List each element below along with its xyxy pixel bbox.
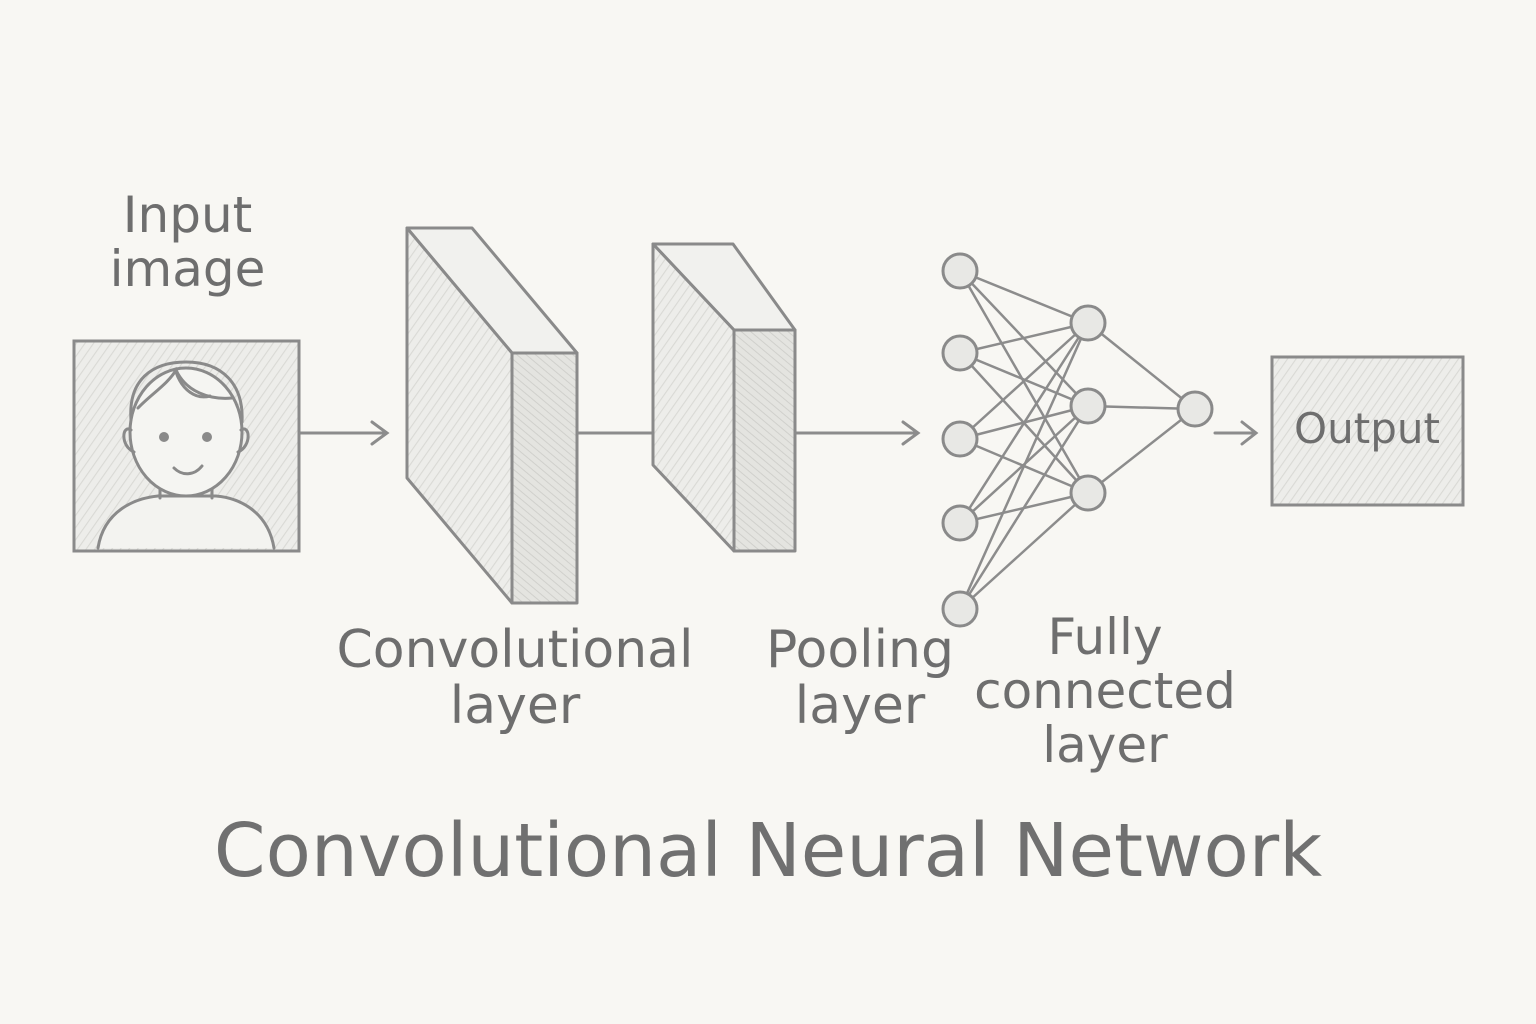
fc-hidden-node: [1069, 387, 1107, 425]
pool-layer-label: Pooling layer: [750, 622, 970, 734]
arrow-fc-to-output: [1213, 420, 1259, 446]
fc-input-node: [941, 252, 979, 290]
arrow-input-to-conv: [298, 420, 390, 446]
fc-nodes: [941, 252, 1214, 628]
output-box: [1270, 355, 1465, 507]
input-image-label: Input image: [85, 188, 290, 296]
fc-label-line1: Fully: [1047, 608, 1163, 666]
arrow-pool-to-fc: [793, 420, 921, 446]
conv-label-line2: layer: [449, 676, 581, 737]
fc-edges: [958, 269, 1196, 610]
fc-hidden-node: [1069, 304, 1107, 342]
input-image: [72, 339, 301, 553]
fc-label-line3: layer: [1042, 716, 1168, 774]
fc-output-node: [1176, 390, 1214, 428]
conv-label-line1: Convolutional: [336, 620, 694, 680]
pool-label-line1: Pooling: [766, 620, 954, 680]
person-icon: [96, 360, 276, 550]
fc-input-node: [941, 420, 979, 458]
fc-label-line2: connected: [974, 662, 1236, 720]
output-label: Output: [1294, 404, 1440, 453]
conv-layer-block: [405, 226, 579, 605]
fc-input-node: [941, 334, 979, 372]
fc-input-node: [941, 590, 979, 628]
conv-layer-label: Convolutional layer: [305, 622, 725, 734]
pool-layer-block: [651, 242, 797, 553]
fc-network: [941, 252, 1214, 628]
input-label-line1: Input: [122, 186, 253, 244]
fc-hidden-node: [1069, 474, 1107, 512]
fc-layer-label: Fully connected layer: [955, 610, 1255, 772]
diagram-title: Convolutional Neural Network: [213, 808, 1323, 894]
fc-input-node: [941, 504, 979, 542]
pool-label-line2: layer: [794, 676, 926, 737]
input-label-line2: image: [109, 240, 266, 298]
